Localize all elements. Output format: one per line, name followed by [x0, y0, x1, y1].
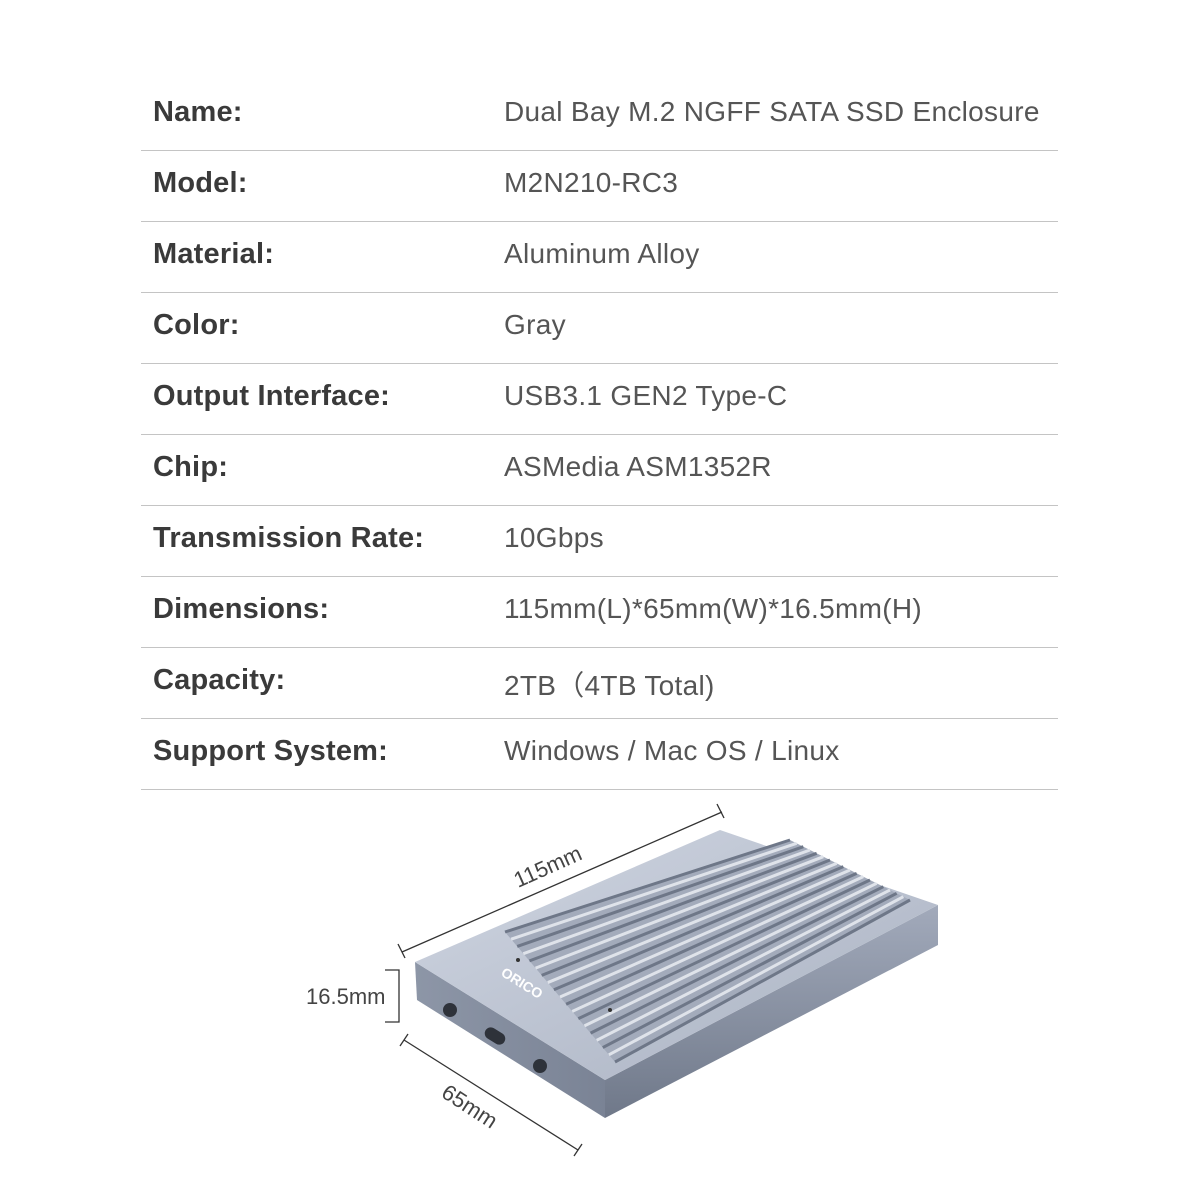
device-front-face — [415, 962, 605, 1118]
height-dimension — [385, 969, 400, 1023]
spec-label: Chip: — [153, 451, 229, 483]
spec-value: Aluminum Alloy — [504, 238, 700, 269]
fin-ridge — [589, 885, 885, 1035]
spec-label: Material: — [153, 238, 275, 270]
spec-value: 115mm(L)*65mm(W)*16.5mm(H) — [504, 593, 922, 624]
spec-row-support-system: Support System: Windows / Mac OS / Linux — [141, 719, 1058, 790]
spec-label: Name: — [153, 96, 243, 128]
fin-ridge — [614, 898, 911, 1064]
led-indicator-icon — [516, 958, 520, 962]
fin-ridge — [528, 851, 818, 963]
fin-ridge — [541, 858, 831, 977]
fin-ridge — [522, 848, 811, 956]
fin-ridge — [516, 845, 804, 948]
height-label: 16.5mm — [306, 984, 385, 1009]
fin-ridge — [504, 838, 791, 934]
enclosure-device: ORICO — [415, 830, 938, 1118]
reset-port-icon — [443, 1003, 457, 1017]
usb-c-port-icon — [484, 1027, 506, 1045]
spec-value: ASMedia ASM1352R — [504, 451, 772, 482]
width-dimension — [399, 1033, 583, 1157]
fin-ridge — [577, 878, 871, 1021]
spec-value: Gray — [504, 309, 566, 340]
length-label: 115mm — [510, 841, 586, 893]
fin-ridge — [565, 871, 858, 1006]
spec-row-color: Color: Gray — [141, 293, 1058, 364]
fin-ridge — [571, 875, 864, 1013]
fin-ridge — [583, 881, 878, 1028]
spec-label: Dimensions: — [153, 593, 330, 625]
fin-ridge — [559, 868, 851, 999]
spec-label: Model: — [153, 167, 248, 199]
spec-value: Dual Bay M.2 NGFF SATA SSD Enclosure — [504, 96, 1040, 127]
spec-label: Output Interface: — [153, 380, 391, 412]
spec-row-transmission-rate: Transmission Rate: 10Gbps — [141, 506, 1058, 577]
spec-row-model: Model: M2N210-RC3 — [141, 151, 1058, 222]
spec-value: 2TB（4TB Total) — [504, 670, 715, 701]
fin-lines — [504, 838, 911, 1064]
spec-row-dimensions: Dimensions: 115mm(L)*65mm(W)*16.5mm(H) — [141, 577, 1058, 648]
spec-value: Windows / Mac OS / Linux — [504, 735, 840, 766]
spec-row-name: Name: Dual Bay M.2 NGFF SATA SSD Enclosur… — [141, 80, 1058, 151]
spec-value: 10Gbps — [504, 522, 604, 553]
fin-ridge — [608, 895, 905, 1057]
spec-row-output-interface: Output Interface: USB3.1 GEN2 Type-C — [141, 364, 1058, 435]
fin-ridge — [602, 892, 898, 1049]
spec-label: Capacity: — [153, 664, 286, 696]
fin-ridge — [547, 861, 838, 984]
spec-value: USB3.1 GEN2 Type-C — [504, 380, 788, 411]
fin-ridge — [595, 888, 891, 1042]
spec-label: Color: — [153, 309, 240, 341]
spec-value: M2N210-RC3 — [504, 167, 679, 198]
spec-row-material: Material: Aluminum Alloy — [141, 222, 1058, 293]
spec-label: Support System: — [153, 735, 389, 767]
fin-ridge — [553, 865, 844, 992]
device-side-face — [605, 905, 938, 1118]
fin-ridge — [510, 841, 798, 941]
fin-ridge — [535, 855, 824, 970]
spec-row-capacity: Capacity: 2TB（4TB Total) — [141, 648, 1058, 719]
led-indicator-icon — [608, 1008, 612, 1012]
length-dimension — [397, 803, 725, 959]
dc-port-icon — [533, 1059, 547, 1073]
spec-label: Transmission Rate: — [153, 522, 425, 554]
spec-table: Name: Dual Bay M.2 NGFF SATA SSD Enclosur… — [141, 80, 1058, 790]
width-label: 65mm — [437, 1079, 502, 1133]
spec-row-chip: Chip: ASMedia ASM1352R — [141, 435, 1058, 506]
